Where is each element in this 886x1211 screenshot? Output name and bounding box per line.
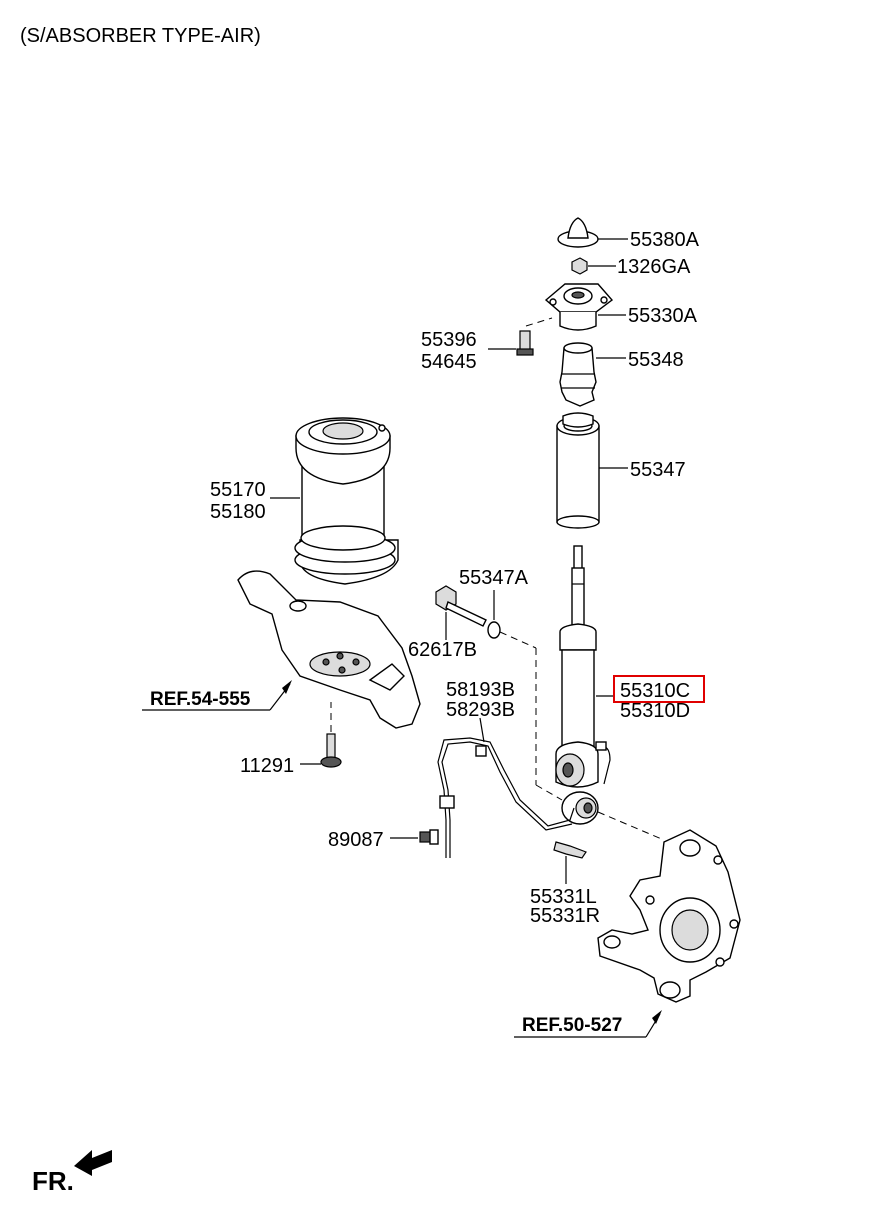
label-55310D[interactable]: 55310D — [620, 700, 690, 722]
diagram-title: (S/ABSORBER TYPE-AIR) — [20, 25, 261, 47]
air-spring-55170[interactable] — [294, 417, 399, 585]
front-orientation-label: FR. — [32, 1166, 74, 1196]
bracket-55331L[interactable] — [553, 841, 587, 859]
shock-absorber-55310C[interactable] — [555, 545, 611, 788]
strut-mount-55330A[interactable] — [544, 283, 614, 331]
ref-54-555[interactable]: REF.54-555 — [150, 689, 251, 710]
bolt-11291[interactable] — [320, 733, 342, 768]
label-55396[interactable]: 55396 — [421, 329, 477, 351]
label-55170[interactable]: 55170 — [210, 479, 266, 501]
label-55180[interactable]: 55180 — [210, 501, 266, 523]
label-55380A[interactable]: 55380A — [630, 229, 700, 251]
dust-cap-55380A[interactable] — [557, 217, 599, 248]
label-55348[interactable]: 55348 — [628, 349, 684, 371]
bolt-62617B[interactable] — [435, 585, 487, 627]
label-55347A[interactable]: 55347A — [459, 567, 529, 589]
clip-89087[interactable] — [419, 829, 439, 845]
label-89087[interactable]: 89087 — [328, 829, 384, 851]
label-1326GA[interactable]: 1326GA — [617, 256, 691, 278]
label-62617B[interactable]: 62617B — [408, 639, 477, 661]
lower-control-arm[interactable] — [237, 570, 421, 729]
label-11291[interactable]: 11291 — [240, 755, 294, 777]
label-55330A[interactable]: 55330A — [628, 305, 698, 327]
label-58193B[interactable]: 58193B — [446, 679, 515, 701]
lower-bushing[interactable] — [561, 791, 599, 825]
bolt-55396[interactable] — [516, 330, 534, 356]
dust-cover-55347[interactable] — [556, 412, 600, 529]
front-arrow-icon — [74, 1150, 112, 1176]
bump-stopper-55348[interactable] — [559, 342, 597, 407]
label-54645[interactable]: 54645 — [421, 351, 477, 373]
washer-55347A[interactable] — [487, 621, 501, 639]
ref-50-527[interactable]: REF.50-527 — [522, 1015, 622, 1036]
label-55331L[interactable]: 55331L — [530, 886, 597, 908]
highlight-box-55310C — [613, 675, 705, 703]
label-55347[interactable]: 55347 — [630, 459, 686, 481]
rear-knuckle[interactable] — [597, 829, 741, 1003]
label-58293B[interactable]: 58293B — [446, 699, 515, 721]
label-55331R[interactable]: 55331R — [530, 905, 600, 927]
sensor-cable-58193B[interactable] — [437, 737, 575, 858]
nut-1326GA[interactable] — [571, 257, 588, 275]
label-55310C[interactable]: 55310C — [620, 680, 690, 702]
